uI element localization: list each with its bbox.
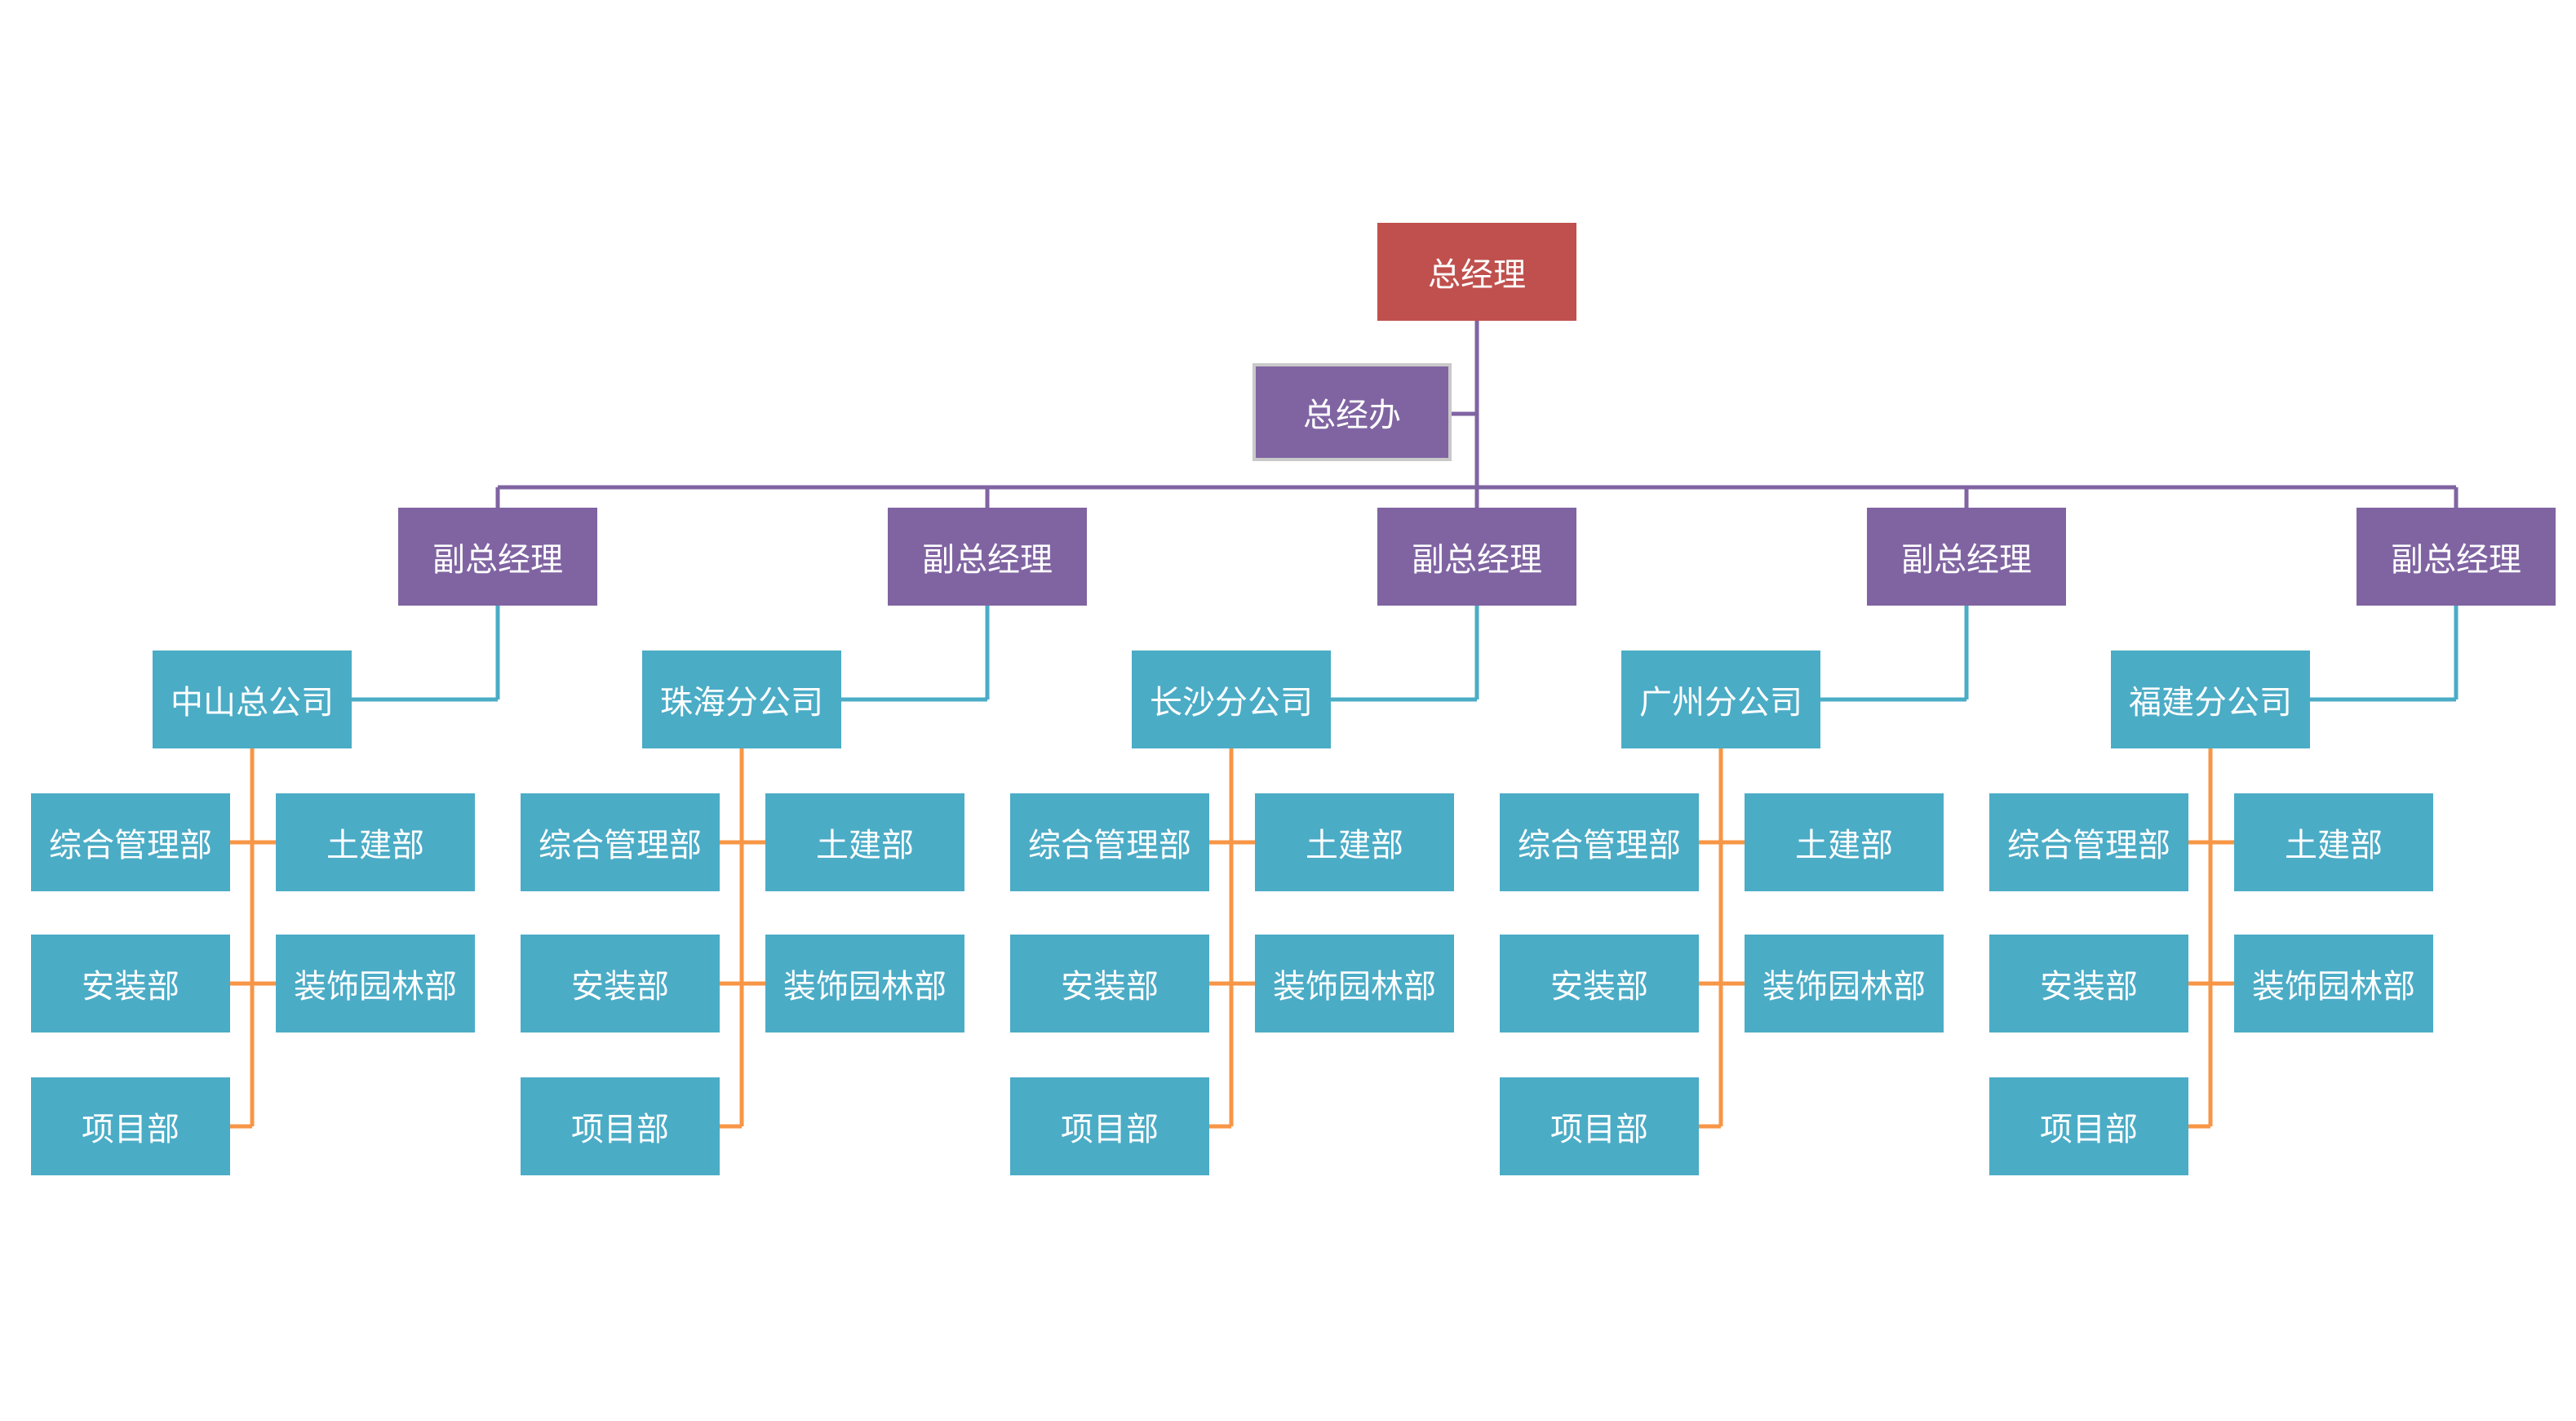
- branch-node: 广州分公司: [1621, 651, 1820, 748]
- dept-decoration-landscape: 装饰园林部: [276, 935, 475, 1032]
- dept-general-management: 综合管理部: [1010, 793, 1209, 891]
- vp-node: 副总经理: [398, 508, 597, 606]
- dept-project: 项目部: [1010, 1077, 1209, 1175]
- ceo-node: 总经理: [1377, 223, 1576, 321]
- dept-decoration-landscape: 装饰园林部: [1745, 935, 1944, 1032]
- dept-decoration-landscape: 装饰园林部: [765, 935, 964, 1032]
- office-node: 总经办: [1253, 363, 1452, 461]
- dept-civil: 土建部: [1255, 793, 1454, 891]
- dept-installation: 安装部: [1010, 935, 1209, 1032]
- dept-civil: 土建部: [276, 793, 475, 891]
- branch-node: 长沙分公司: [1132, 651, 1331, 748]
- dept-project: 项目部: [1989, 1077, 2188, 1175]
- dept-general-management: 综合管理部: [521, 793, 720, 891]
- dept-installation: 安装部: [31, 935, 230, 1032]
- dept-project: 项目部: [31, 1077, 230, 1175]
- dept-general-management: 综合管理部: [1989, 793, 2188, 891]
- dept-project: 项目部: [521, 1077, 720, 1175]
- dept-project: 项目部: [1500, 1077, 1699, 1175]
- dept-installation: 安装部: [521, 935, 720, 1032]
- branch-node: 珠海分公司: [642, 651, 841, 748]
- dept-general-management: 综合管理部: [31, 793, 230, 891]
- vp-node: 副总经理: [1377, 508, 1576, 606]
- vp-node: 副总经理: [2357, 508, 2556, 606]
- dept-civil: 土建部: [2234, 793, 2433, 891]
- branch-node: 福建分公司: [2111, 651, 2310, 748]
- dept-decoration-landscape: 装饰园林部: [1255, 935, 1454, 1032]
- dept-decoration-landscape: 装饰园林部: [2234, 935, 2433, 1032]
- branch-node: 中山总公司: [153, 651, 352, 748]
- dept-civil: 土建部: [1745, 793, 1944, 891]
- dept-installation: 安装部: [1500, 935, 1699, 1032]
- dept-general-management: 综合管理部: [1500, 793, 1699, 891]
- vp-node: 副总经理: [1867, 508, 2066, 606]
- dept-civil: 土建部: [765, 793, 964, 891]
- dept-installation: 安装部: [1989, 935, 2188, 1032]
- vp-node: 副总经理: [888, 508, 1087, 606]
